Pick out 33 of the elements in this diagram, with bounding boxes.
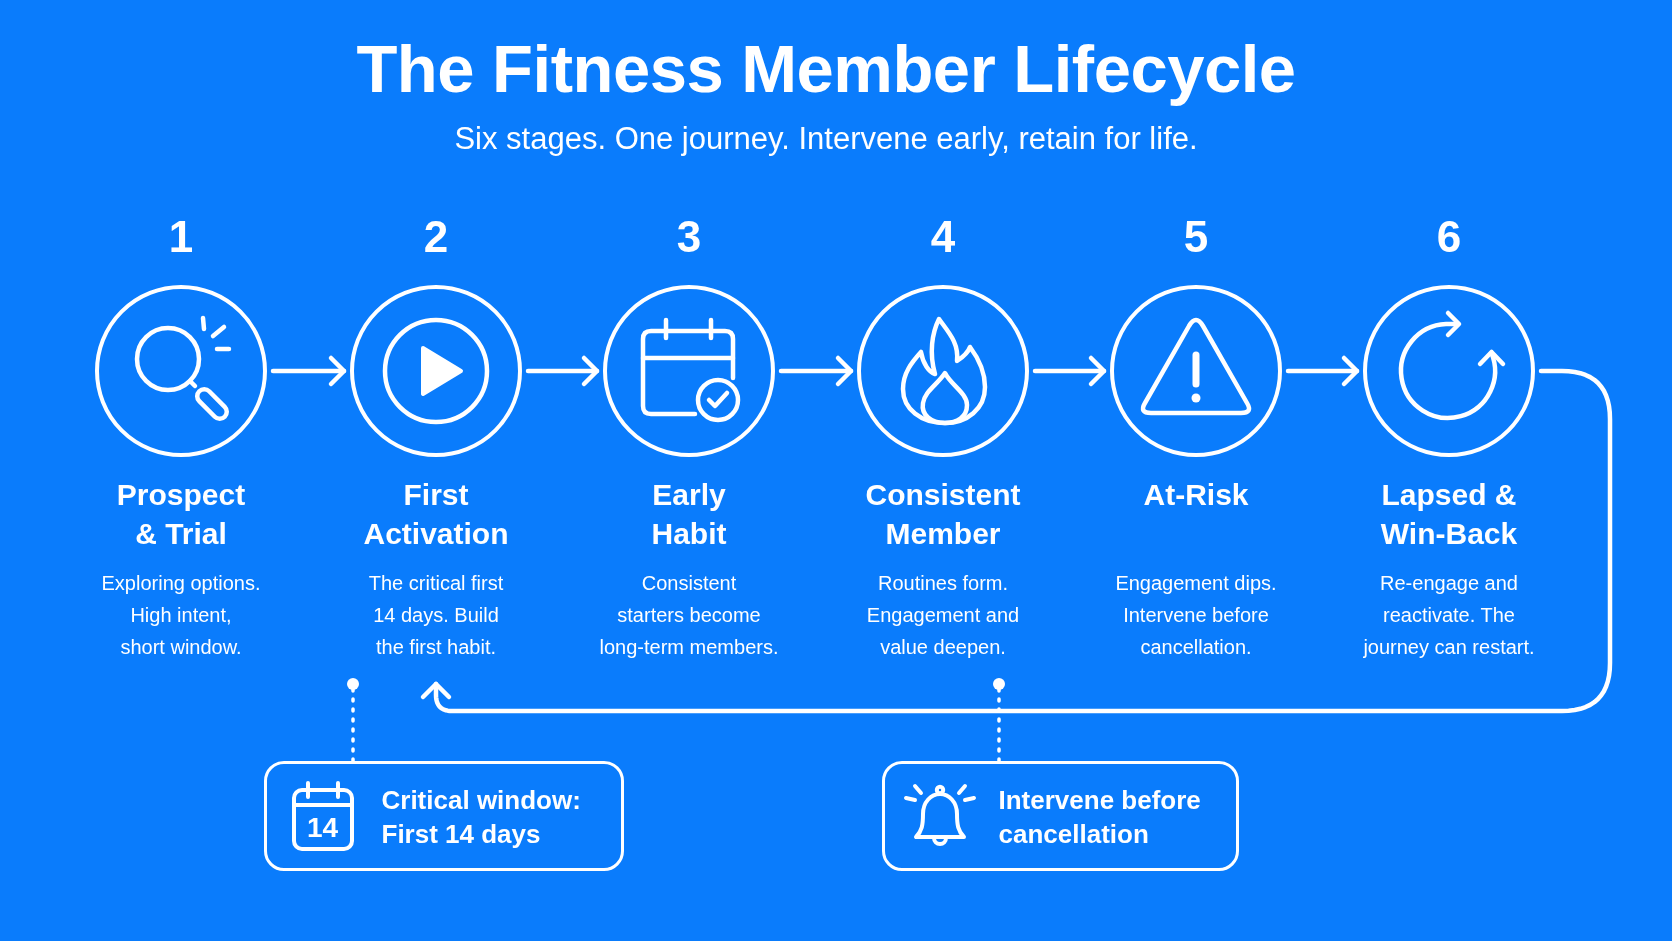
stage-title: Early Habit [651,476,727,552]
stage-title: First Activation [363,476,509,552]
stage-title: Lapsed & Win-Back [1380,476,1518,552]
stage-number: 4 [930,212,956,262]
page-title: The Fitness Member Lifecycle [356,30,1296,107]
stage-number: 2 [423,212,449,262]
callout-box [882,761,1239,871]
stage-description: Routines form. Engagement and value deepen. [866,571,1020,660]
stage-description: Re-engage and reactivate. The journey can restart. [1363,571,1535,660]
leader-line [993,678,1005,763]
stage-title: Consistent Member [865,476,1021,552]
stage-title: At-Risk [1143,476,1249,513]
callout-box [264,761,624,871]
callout-text: Critical window: First 14 days [381,783,581,851]
arrow [525,355,600,387]
stage-description: The critical first 14 days. Build the first habit. [368,571,504,660]
stage-number: 6 [1436,212,1462,262]
arrow [778,355,854,387]
stage-number: 3 [676,212,702,262]
calendar-date: 14 [306,812,339,843]
stage-description: Consistent starters become long-term members. [599,571,779,660]
stage-title: Prospect & Trial [116,476,246,552]
arrow [1285,355,1360,387]
arrow [1032,355,1107,387]
arrow [270,355,347,387]
callout-text: Intervene before cancellation [998,783,1201,851]
stage-number: 5 [1183,212,1209,262]
stage-description: Exploring options. High intent, short window. [101,571,261,660]
subtitle: Six stages. One journey. Intervene early, retain for life. [454,120,1198,158]
stage-description: Engagement dips. Intervene before cancellation. [1115,571,1277,660]
leader-line [347,678,359,763]
arrow [420,368,1613,714]
stage-number: 1 [168,212,194,262]
